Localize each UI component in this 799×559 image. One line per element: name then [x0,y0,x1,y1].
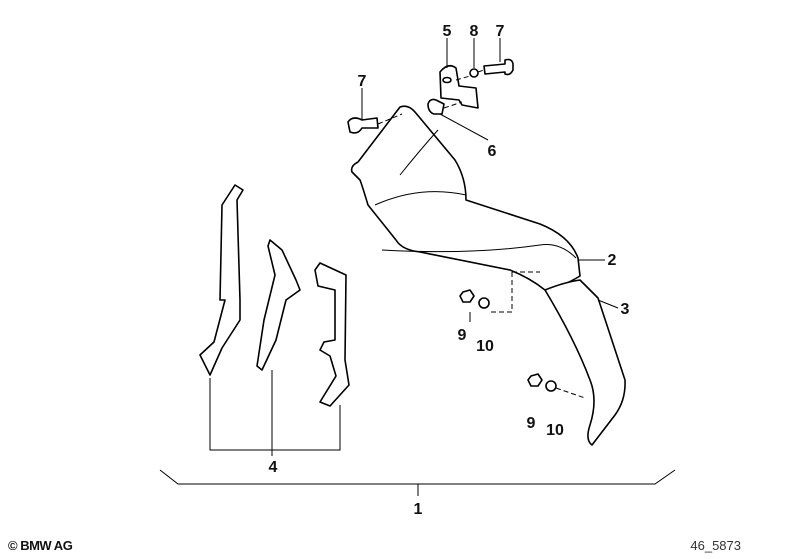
label-7-left: 7 [358,73,367,90]
part-9-nut-b[interactable] [527,373,543,387]
copyright-text: © BMW AG [8,538,73,553]
label-10-b: 10 [546,422,564,439]
part-9-nut-a[interactable] [459,289,475,303]
part-8-washer[interactable] [469,68,479,78]
part-10-washer-b[interactable] [545,380,557,392]
part-6-spacer[interactable] [427,98,445,115]
label-3: 3 [621,301,630,318]
label-10-a: 10 [476,338,494,355]
part-7-bolt-top[interactable] [483,58,514,76]
label-2: 2 [608,252,617,269]
label-7-top: 7 [496,23,505,40]
part-4-trim-middle[interactable] [256,239,301,371]
label-6: 6 [488,143,497,160]
label-1: 1 [414,501,423,518]
label-8: 8 [470,23,479,40]
part-3-fairing[interactable] [544,279,626,446]
part-2-fairing[interactable] [350,105,581,291]
label-5: 5 [443,23,452,40]
part-4-trim-right[interactable] [314,262,350,407]
part-7-bolt-left[interactable] [347,117,379,134]
label-4: 4 [269,459,278,476]
diagram-code: 46_5873 [690,538,741,553]
part-4-trim-left[interactable] [199,184,244,376]
part-10-washer-a[interactable] [478,297,490,309]
label-9-a: 9 [458,327,467,344]
label-9-b: 9 [527,415,536,432]
part-5-bracket[interactable] [439,64,479,109]
